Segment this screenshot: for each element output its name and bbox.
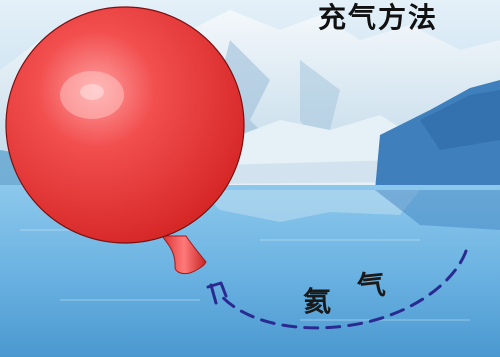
gas-label-char-2: 气: [355, 267, 387, 304]
gas-label-char-1: 氦: [303, 285, 332, 318]
page-title: 充气方法: [318, 1, 439, 34]
